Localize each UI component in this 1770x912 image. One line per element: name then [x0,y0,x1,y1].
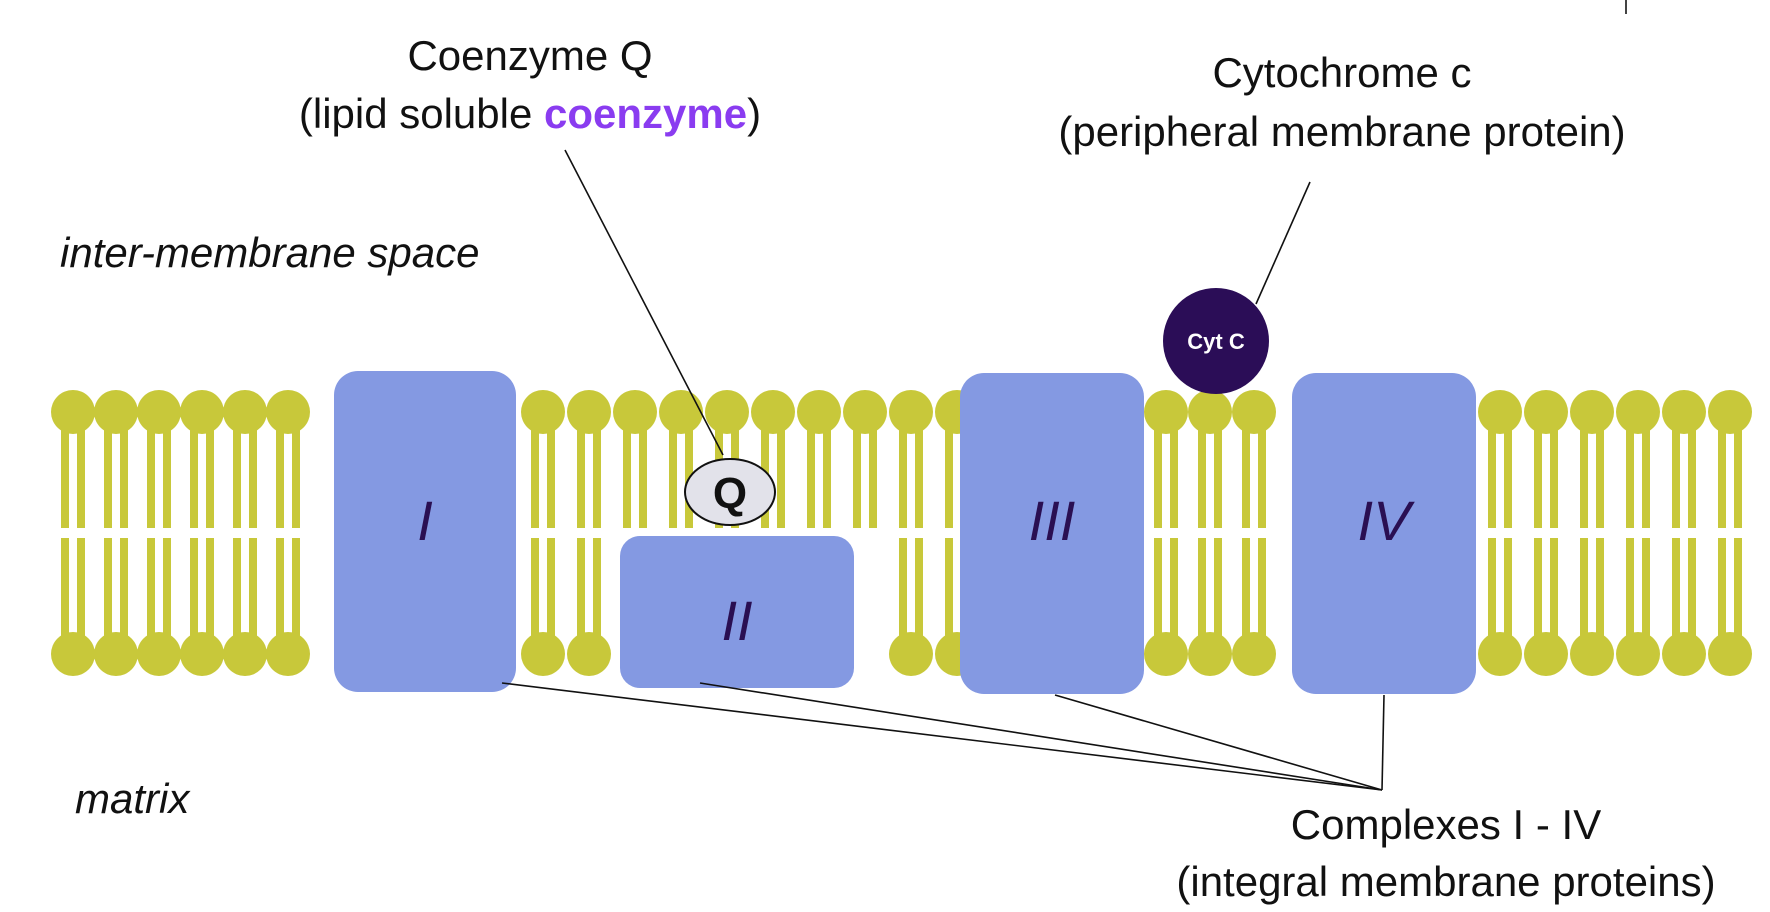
phospholipid [889,390,933,676]
phospholipid [1570,390,1614,676]
complex-iv: IV [1292,373,1476,694]
phospholipid [223,390,267,676]
complex-i: I [334,371,516,692]
phospholipid [1708,390,1752,676]
coenzyme-q-leader [564,149,724,456]
complex-iv-leader [1381,694,1385,791]
lipid-bilayer [51,390,1752,676]
phospholipid [613,390,657,528]
complex-i-leader [501,682,1383,791]
cytochrome-c-leader [1255,181,1311,305]
phospholipid [1616,390,1660,676]
intermembrane-space-label: inter-membrane space [60,229,479,276]
phospholipid [843,390,887,528]
cytochrome-c-symbol: Cyt C [1187,329,1245,354]
complexes-description: (integral membrane proteins) [1176,858,1715,905]
phospholipid [94,390,138,676]
cytochrome-c-title: Cytochrome c [1212,49,1471,96]
phospholipid [521,390,565,676]
coenzyme-q-description: (lipid soluble coenzyme) [299,90,761,137]
complex-iii: III [960,373,1144,694]
phospholipid [1232,390,1276,676]
coenzyme-q-molecule: Q [684,458,776,526]
complex-iii-leader [1054,694,1383,791]
coenzyme-q-symbol: Q [713,469,747,518]
complex-ii-leader [699,682,1383,791]
phospholipid [1188,390,1232,676]
phospholipid [1524,390,1568,676]
phospholipid [797,390,841,528]
phospholipid [137,390,181,676]
matrix-label: matrix [75,775,191,822]
cytochrome-c-description: (peripheral membrane protein) [1058,108,1625,155]
phospholipid [51,390,95,676]
phospholipid [266,390,310,676]
leader-lines [501,149,1385,791]
complex-iv-label: IV [1358,489,1416,552]
coenzyme-highlight: coenzyme [544,90,747,137]
phospholipid [180,390,224,676]
coenzyme-q-title: Coenzyme Q [407,32,652,79]
phospholipid [1478,390,1522,676]
phospholipid [659,390,703,528]
complex-ii-label: II [721,589,752,652]
phospholipid [1144,390,1188,676]
phospholipid [567,390,611,676]
cytochrome-c-molecule: Cyt C [1163,288,1269,394]
complex-i-label: I [417,489,433,552]
complex-iii-label: III [1029,489,1076,552]
phospholipid [1662,390,1706,676]
complex-ii: II [620,536,854,688]
complexes-title: Complexes I - IV [1291,801,1601,848]
